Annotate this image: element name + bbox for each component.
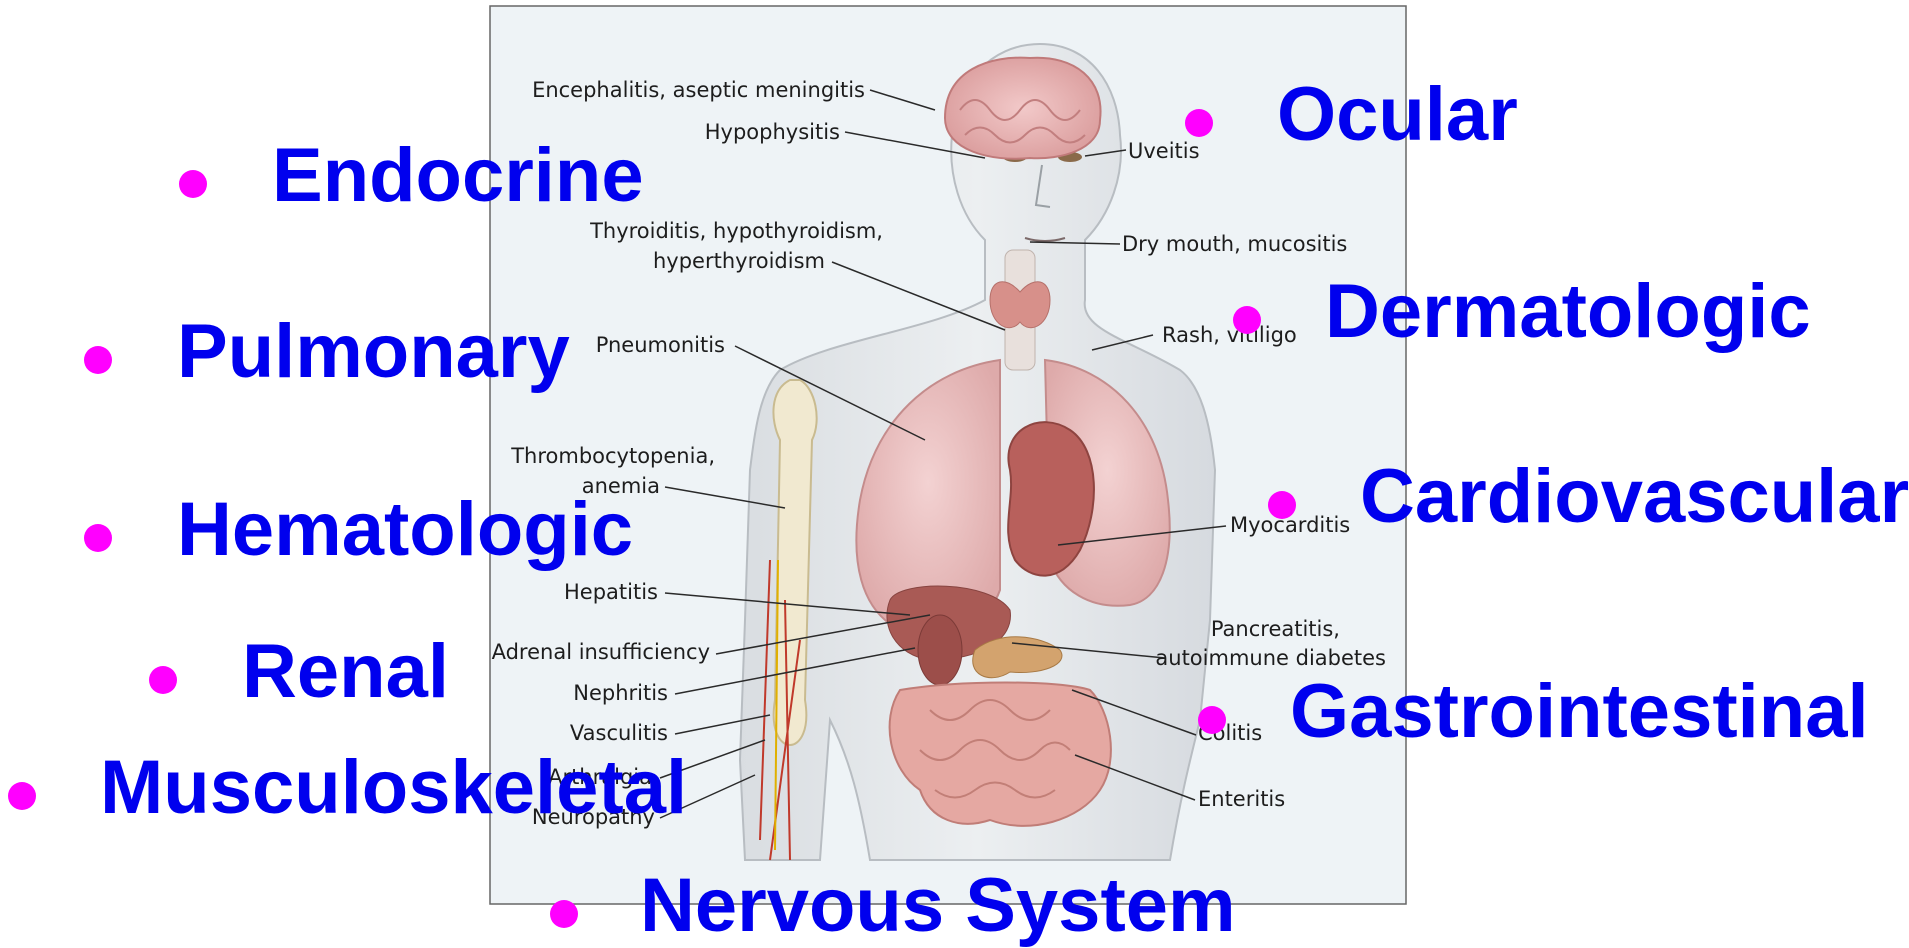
kidney [918, 615, 962, 685]
system-label-musculoskeletal: Musculoskeletal [100, 750, 687, 826]
bullet-dermatologic [1233, 306, 1261, 334]
label-enteritis: Enteritis [1198, 787, 1285, 811]
system-label-dermatologic: Dermatologic [1325, 274, 1811, 350]
label-pneumonitis: Pneumonitis [596, 333, 725, 357]
system-label-pulmonary: Pulmonary [177, 314, 570, 390]
system-label-nervous: Nervous System [640, 868, 1236, 944]
bullet-gastrointestinal [1198, 706, 1226, 734]
bullet-pulmonary [84, 346, 112, 374]
system-label-ocular: Ocular [1277, 77, 1518, 153]
label-thyroiditis-line2: hyperthyroidism [653, 249, 825, 273]
label-rash: Rash, vitiligo [1162, 323, 1297, 347]
bullet-nervous [550, 900, 578, 928]
label-dry-mouth: Dry mouth, mucositis [1122, 232, 1347, 256]
label-pancreatitis-line1: Pancreatitis, [1211, 617, 1340, 641]
bullet-ocular [1185, 109, 1213, 137]
label-nephritis: Nephritis [573, 681, 668, 705]
label-encephalitis: Encephalitis, aseptic meningitis [532, 78, 865, 102]
bullet-renal [149, 666, 177, 694]
bullet-hematologic [84, 524, 112, 552]
label-vasculitis: Vasculitis [570, 721, 668, 745]
label-uveitis: Uveitis [1128, 139, 1200, 163]
label-myocarditis: Myocarditis [1230, 513, 1350, 537]
bullet-endocrine [179, 170, 207, 198]
bullet-cardiovascular [1268, 491, 1296, 519]
brain [945, 58, 1101, 159]
label-thyroiditis-line1: Thyroiditis, hypothyroidism, [589, 219, 883, 243]
system-label-cardiovascular: Cardiovascular [1360, 459, 1909, 535]
system-label-renal: Renal [242, 634, 449, 710]
system-label-endocrine: Endocrine [272, 138, 644, 214]
label-hypophysitis: Hypophysitis [705, 120, 840, 144]
label-pancreatitis-line2: autoimmune diabetes [1155, 646, 1386, 670]
bullet-musculoskeletal [8, 782, 36, 810]
system-label-hematologic: Hematologic [177, 492, 633, 568]
label-thrombocytopenia-line1: Thrombocytopenia, [510, 444, 715, 468]
system-label-gastrointestinal: Gastrointestinal [1290, 674, 1869, 750]
label-adrenal: Adrenal insufficiency [492, 640, 710, 664]
label-hepatitis: Hepatitis [564, 580, 658, 604]
